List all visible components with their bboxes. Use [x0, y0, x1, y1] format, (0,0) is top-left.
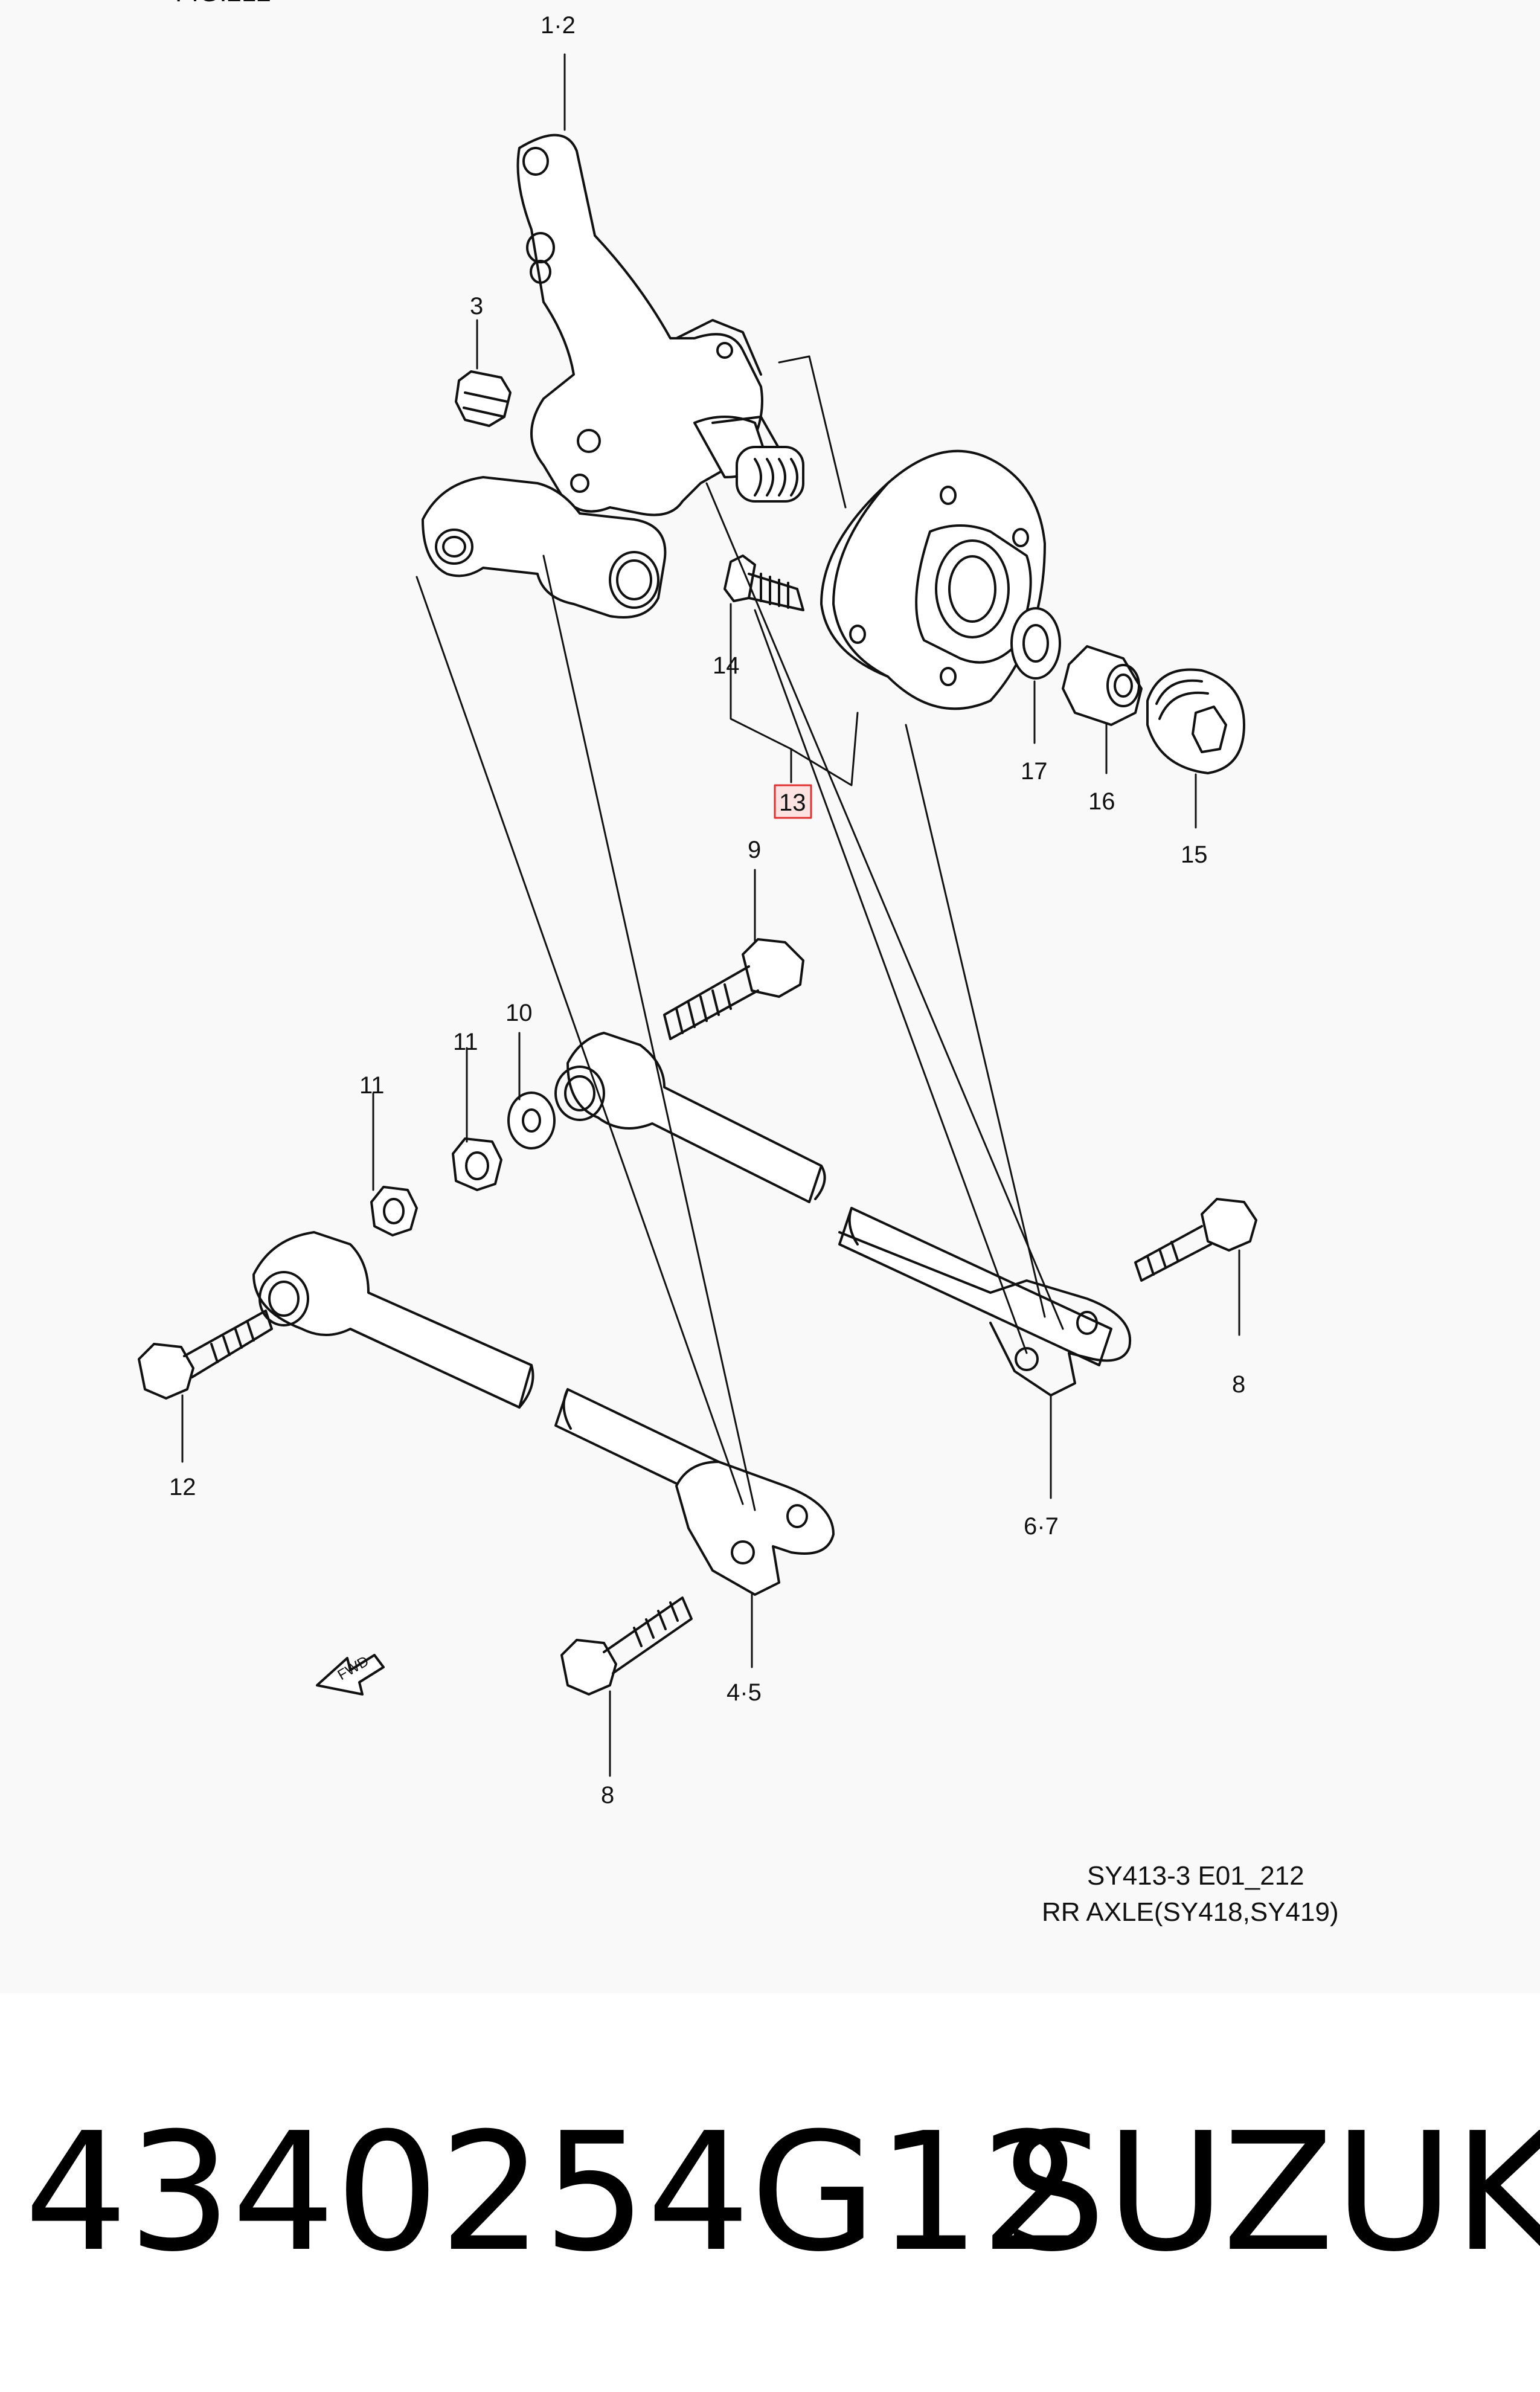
part-number: 4340254G12 [24, 2097, 1085, 2288]
callout-13: 13 [779, 789, 806, 816]
upper-lateral-rod [554, 1032, 1112, 1366]
exploded-parts-diagram: FIG.212 [138, 0, 1339, 1927]
nut-16 [1062, 645, 1143, 726]
caption-code: SY413-3 E01_212 [1087, 1861, 1304, 1891]
washer-17 [1010, 607, 1061, 680]
leader-lines [181, 53, 1240, 1777]
nut-3 [455, 370, 512, 427]
bolt-8-lower [560, 1596, 693, 1696]
bolt-12 [138, 1310, 273, 1400]
hub-cap-15 [1146, 668, 1245, 774]
callout-labels: 1·2 3 14 13 17 16 15 9 10 11 11 12 8 6·7… [169, 12, 1245, 1808]
wheel-hub [820, 449, 1046, 710]
callout-1-2: 1·2 [541, 12, 576, 39]
brand-name: SUZUKI [1003, 2097, 1540, 2288]
bolt-8-right [1134, 1198, 1257, 1282]
callout-14: 14 [713, 652, 740, 679]
callout-10: 10 [505, 1000, 533, 1026]
callout-13-highlight [774, 784, 812, 819]
bolt-9 [663, 938, 804, 1040]
callout-15: 15 [1181, 841, 1208, 868]
fwd-arrow-icon: FWD [316, 1653, 385, 1696]
nut-11-upper [452, 1137, 502, 1191]
callout-17: 17 [1021, 758, 1048, 785]
callout-12: 12 [169, 1474, 196, 1500]
steering-knuckle [516, 133, 804, 516]
hub-bolt-14 [723, 555, 804, 611]
nut-11-lower [370, 1186, 418, 1236]
callout-4-5: 4·5 [727, 1679, 762, 1706]
caption-title: RR AXLE(SY418,SY419) [1042, 1897, 1339, 1927]
callout-6-7: 6·7 [1024, 1513, 1059, 1540]
washer-10 [507, 1092, 556, 1149]
diagram-panel: FIG.212 [138, 0, 1339, 1927]
callout-8-lower: 8 [601, 1782, 614, 1808]
knuckle-lower-mount [422, 476, 667, 619]
callout-16: 16 [1088, 788, 1115, 815]
callout-8-right: 8 [1232, 1371, 1245, 1398]
callout-11-upper: 11 [453, 1029, 478, 1055]
callout-11-lower: 11 [359, 1072, 385, 1099]
callout-9: 9 [748, 837, 761, 863]
lower-lateral-rod [252, 1231, 534, 1409]
callout-3: 3 [470, 293, 483, 320]
header-fragment: FIG.212 [175, 0, 271, 7]
trailing-arm [554, 1231, 1132, 1596]
